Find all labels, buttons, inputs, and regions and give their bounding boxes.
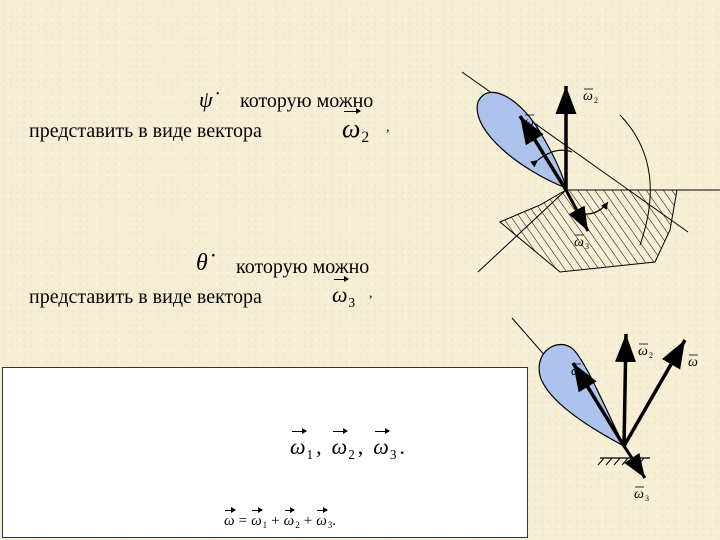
omega-char: ω — [283, 507, 295, 529]
omega3-vector-inline: ω3 — [332, 276, 356, 310]
sub-2: 2 — [348, 446, 355, 462]
sub-1: 1 — [306, 446, 314, 462]
omega-char: ω — [290, 428, 307, 459]
sub-3: 3 — [389, 446, 397, 462]
label-omega2: ω — [583, 89, 593, 104]
label-omega1: ω — [571, 364, 581, 379]
plus-sign: + — [271, 513, 280, 529]
equals-sign: = — [238, 513, 248, 529]
sep-period: . — [399, 434, 405, 459]
sub-1: 1 — [262, 520, 268, 531]
plus-sign: + — [303, 513, 313, 529]
omega-char: ω — [224, 507, 236, 529]
arc-region — [619, 114, 651, 246]
label-omega3: ω — [574, 235, 584, 250]
label-omega2-sub: 2 — [649, 351, 653, 360]
omega-list: ω1,ω2,ω3. — [290, 428, 405, 462]
label-omega3-sub: 3 — [645, 494, 649, 503]
theta-dot-symbol: θ̇ — [196, 250, 208, 276]
ground-hatch — [597, 457, 645, 466]
sum-formula: ω=ω1+ω2+ω3. — [224, 507, 337, 531]
subscript-3: 3 — [348, 294, 356, 310]
label-omega3: ω — [634, 487, 644, 502]
line1-end-text: которую можно — [240, 90, 374, 112]
label-omega1: ω — [524, 115, 534, 130]
label-omega2: ω — [638, 344, 648, 359]
sub-3: 3 — [327, 520, 333, 531]
omega1-vector — [571, 362, 626, 447]
rotation-arc-lower — [579, 201, 609, 215]
omega-char: ω — [251, 507, 263, 529]
rotation-arc-upper — [530, 149, 573, 168]
omega-char: ω — [331, 428, 348, 459]
subscript-2: 2 — [361, 129, 370, 147]
label-omega: ω — [688, 355, 698, 370]
sep-comma: , — [357, 434, 364, 459]
line1-start-text: представить в виде вектора — [29, 120, 262, 142]
omega3-vector — [622, 445, 647, 479]
sep-comma: , — [316, 434, 322, 459]
hatched-region — [499, 189, 678, 273]
label-omega2-sub: 2 — [594, 96, 598, 105]
label-omega1-sub: 1 — [582, 371, 586, 380]
comma-1: , — [386, 120, 390, 135]
label-omega1-sub: 1 — [535, 122, 539, 131]
psi-dot-symbol: ψ̇ — [199, 87, 213, 112]
formula-box — [2, 367, 528, 538]
sep-period: . — [332, 513, 337, 529]
omega2-vector-inline: ω2 — [342, 108, 370, 147]
omega2-vector — [615, 333, 636, 447]
blue-petal — [538, 344, 626, 448]
omega-total-vector — [622, 339, 687, 447]
omega3-vector — [564, 189, 590, 232]
omega-char: ω — [342, 108, 362, 143]
label-omega3-sub: 3 — [585, 242, 589, 251]
omega-char: ω — [332, 276, 349, 307]
omega-char: ω — [373, 428, 390, 459]
line2-start-text: представить в виде вектора — [29, 286, 262, 308]
sub-2: 2 — [295, 520, 300, 531]
comma-2: , — [369, 286, 373, 301]
omega1-vector — [518, 115, 568, 191]
line2-end-text: которую можно — [236, 256, 370, 278]
omega-char: ω — [316, 507, 328, 529]
